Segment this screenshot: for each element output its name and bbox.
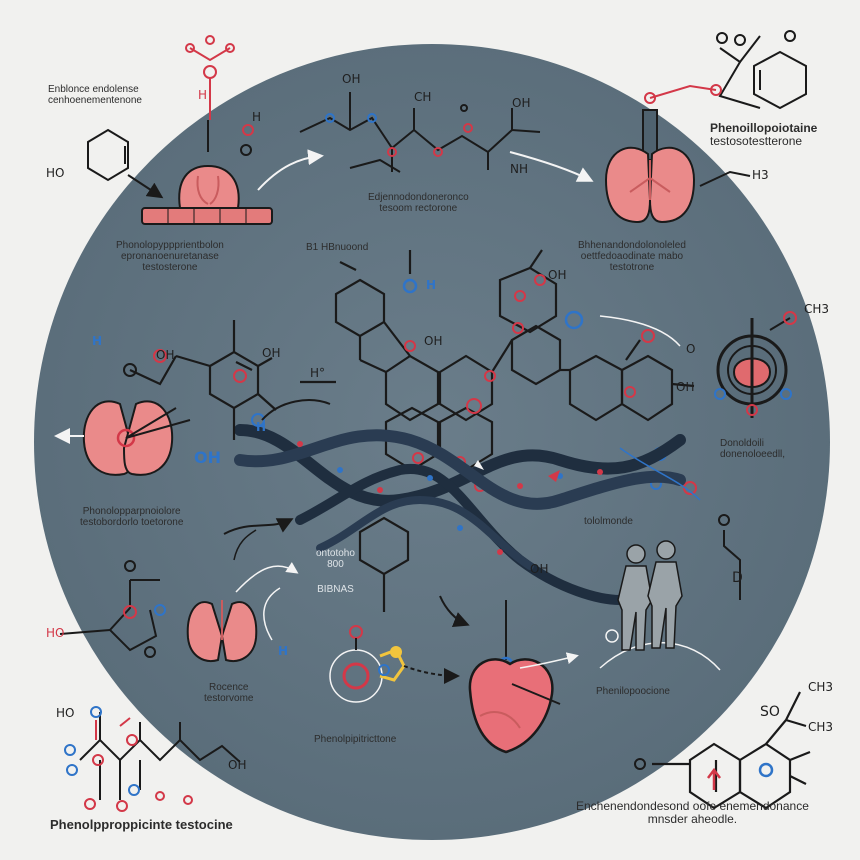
bottom-right-ring [652, 691, 811, 810]
label-mid-top-tag: B1 HBnuoond [306, 242, 369, 253]
bottom-left-chain [79, 712, 241, 800]
chem-ch3-b: CH3 [808, 720, 834, 734]
lungs-icon-left [82, 400, 191, 476]
central-atoms [402, 274, 697, 495]
label-lower-left-line1: Rocence [209, 682, 249, 693]
lungs-icon-lower [186, 600, 258, 662]
label-mid-right-line3: testotrone [609, 262, 655, 274]
label-left: Phonolopparpnoiolore testobordorlo toeto… [80, 506, 183, 528]
label-lower-left: Rocence testorvome [204, 682, 253, 704]
chem-oh-left-1: OH [156, 348, 175, 362]
chem-nh-1: NH [510, 162, 528, 176]
top-left-molecule [185, 35, 235, 120]
target-icon [714, 317, 792, 418]
label-top-right: Phenoillopoiotaine testosotestterone [710, 121, 818, 149]
heart-icon [468, 600, 561, 754]
label-bottom-right: Enchenendondesond oofe enemendonance mns… [576, 799, 809, 827]
chem-h-lower-blue: H [278, 644, 289, 658]
lower-left-molecule [59, 579, 160, 652]
chem-h-center: H [426, 278, 437, 292]
label-mid-right-line2: oettfedoaodinate mabo [580, 251, 684, 263]
top-right-molecule [716, 30, 807, 110]
label-top-center-line1: Edjennodondoneronco [368, 192, 469, 203]
muscle-organ-icon [141, 164, 273, 225]
human-figures-icon [599, 540, 721, 671]
chem-h3-right: H3 [752, 168, 769, 182]
bottom-left-atoms [64, 706, 193, 812]
label-left-line2: testobordorlo toetorone [80, 517, 184, 529]
lungs-icon [604, 146, 696, 224]
label-top-left-line2: cenhoenementenone [48, 95, 142, 107]
label-mid-right: Bhhenandondolonoleled oettfedoaodinate m… [578, 240, 686, 274]
label-mid-left-line3: testosterone [142, 262, 198, 274]
label-bottom-right-line2: mnsder aheodle. [647, 812, 738, 827]
label-mid-right-line1: Bhhenandondolonoleled [578, 240, 686, 251]
chem-h2-blue: H [256, 420, 267, 434]
chem-ho-left: HO [46, 166, 65, 180]
label-lower-left-line2: testorvome [204, 693, 254, 705]
chem-h-1: H [252, 110, 262, 124]
label-top-left: Enblonce endolense cenhoenementenone [48, 84, 142, 106]
label-top-left-line1: Enblonce endolense [48, 84, 139, 95]
label-top-right-line2: testosotestterone [710, 134, 803, 149]
chem-oh-left-2: OH [262, 346, 281, 360]
label-lower-right: Phenilopoocione [596, 686, 670, 697]
label-top-right-line1: Phenoillopoiotaine [710, 121, 818, 135]
chem-oh-center: OH [548, 268, 567, 282]
label-right-tag: tololmonde [584, 516, 633, 527]
chem-so: SO [760, 704, 780, 720]
central-molecule [300, 249, 695, 612]
chem-ho-bottom: HO [56, 706, 75, 720]
chem-oh-r2: OH [676, 380, 695, 394]
chem-h-top: H [198, 88, 208, 102]
chem-oh-bottom: OH [228, 758, 247, 772]
chem-oh-r1: OH [424, 334, 443, 348]
label-center-tag-b: 800 [327, 559, 344, 571]
chem-h-left-blue: H [92, 334, 103, 348]
chem-ch3-r: CH3 [804, 302, 830, 316]
chem-oh-blue: OH [194, 448, 221, 467]
label-lower-center: Phenolpipitricttone [314, 734, 397, 745]
label-far-right-line1: Donoldoili [720, 438, 764, 449]
label-top-center: Edjennodondoneronco tesoom rectorone [368, 192, 469, 214]
label-mid-left: Phonolopyppprientbolon epronanoenuretana… [116, 240, 224, 274]
chem-oh-2: OH [512, 96, 531, 110]
chem-h-small: H° [310, 366, 326, 380]
label-center-tag-a: ontotoho [316, 548, 355, 559]
label-top-center-line2: tesoom rectorone [379, 203, 458, 215]
top-chain-atoms [240, 104, 473, 157]
label-far-right-line2: donenoloeedll, [720, 449, 786, 461]
dna-helix [234, 424, 686, 605]
label-bottom-right-line1: Enchenendondesond oofe enemendonance [576, 799, 809, 813]
label-center-tag-c: BIBNAS [317, 584, 354, 596]
top-chain-molecule [299, 92, 541, 173]
chem-oh-lower: OH [530, 562, 549, 576]
top-left-ring [87, 128, 129, 182]
chem-oh-1: OH [342, 72, 361, 86]
chem-ch-1: CH [414, 90, 432, 104]
label-center-tags: ontotoho 800 BIBNAS [316, 548, 355, 596]
chem-o-r1: O [686, 342, 696, 356]
label-far-right: Donoldoili donenoloeedll, [720, 438, 785, 460]
left-ring [129, 320, 277, 440]
label-left-line1: Phonolopparpnoiolore [82, 506, 181, 517]
chem-d: D [732, 570, 743, 586]
chem-ho-lower: HO [46, 626, 65, 640]
label-mid-left-line1: Phonolopyppprientbolon [116, 240, 224, 251]
chem-ch3-a: CH3 [808, 680, 834, 694]
label-mid-left-line2: epronanoenuretanase [121, 251, 219, 263]
label-bottom-left: Phenolpproppicinte testocine [50, 817, 233, 832]
